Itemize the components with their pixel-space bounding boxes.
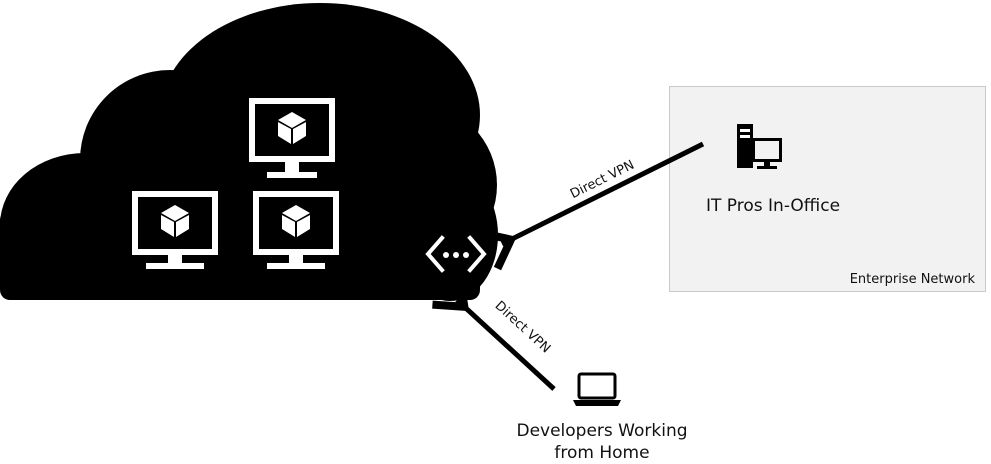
enterprise-network-box: Enterprise Network xyxy=(669,86,986,292)
server-workstation-icon xyxy=(737,124,782,169)
laptop-icon xyxy=(573,372,621,406)
enterprise-network-label: Enterprise Network xyxy=(849,272,975,287)
monitor-vm-icon xyxy=(253,191,339,269)
office-vpn-connection xyxy=(478,141,705,271)
developers-label-line1: Developers Working xyxy=(516,421,688,441)
developers-label-line2: from Home xyxy=(554,443,650,463)
home-vpn-label: Direct VPN xyxy=(492,298,553,356)
developers-label: Developers Working from Home xyxy=(502,420,702,464)
home-vpn-connection xyxy=(432,274,556,391)
monitor-vm-icon xyxy=(132,191,218,269)
monitor-vm-icon xyxy=(249,98,335,178)
it-pros-label: IT Pros In-Office xyxy=(706,196,841,216)
